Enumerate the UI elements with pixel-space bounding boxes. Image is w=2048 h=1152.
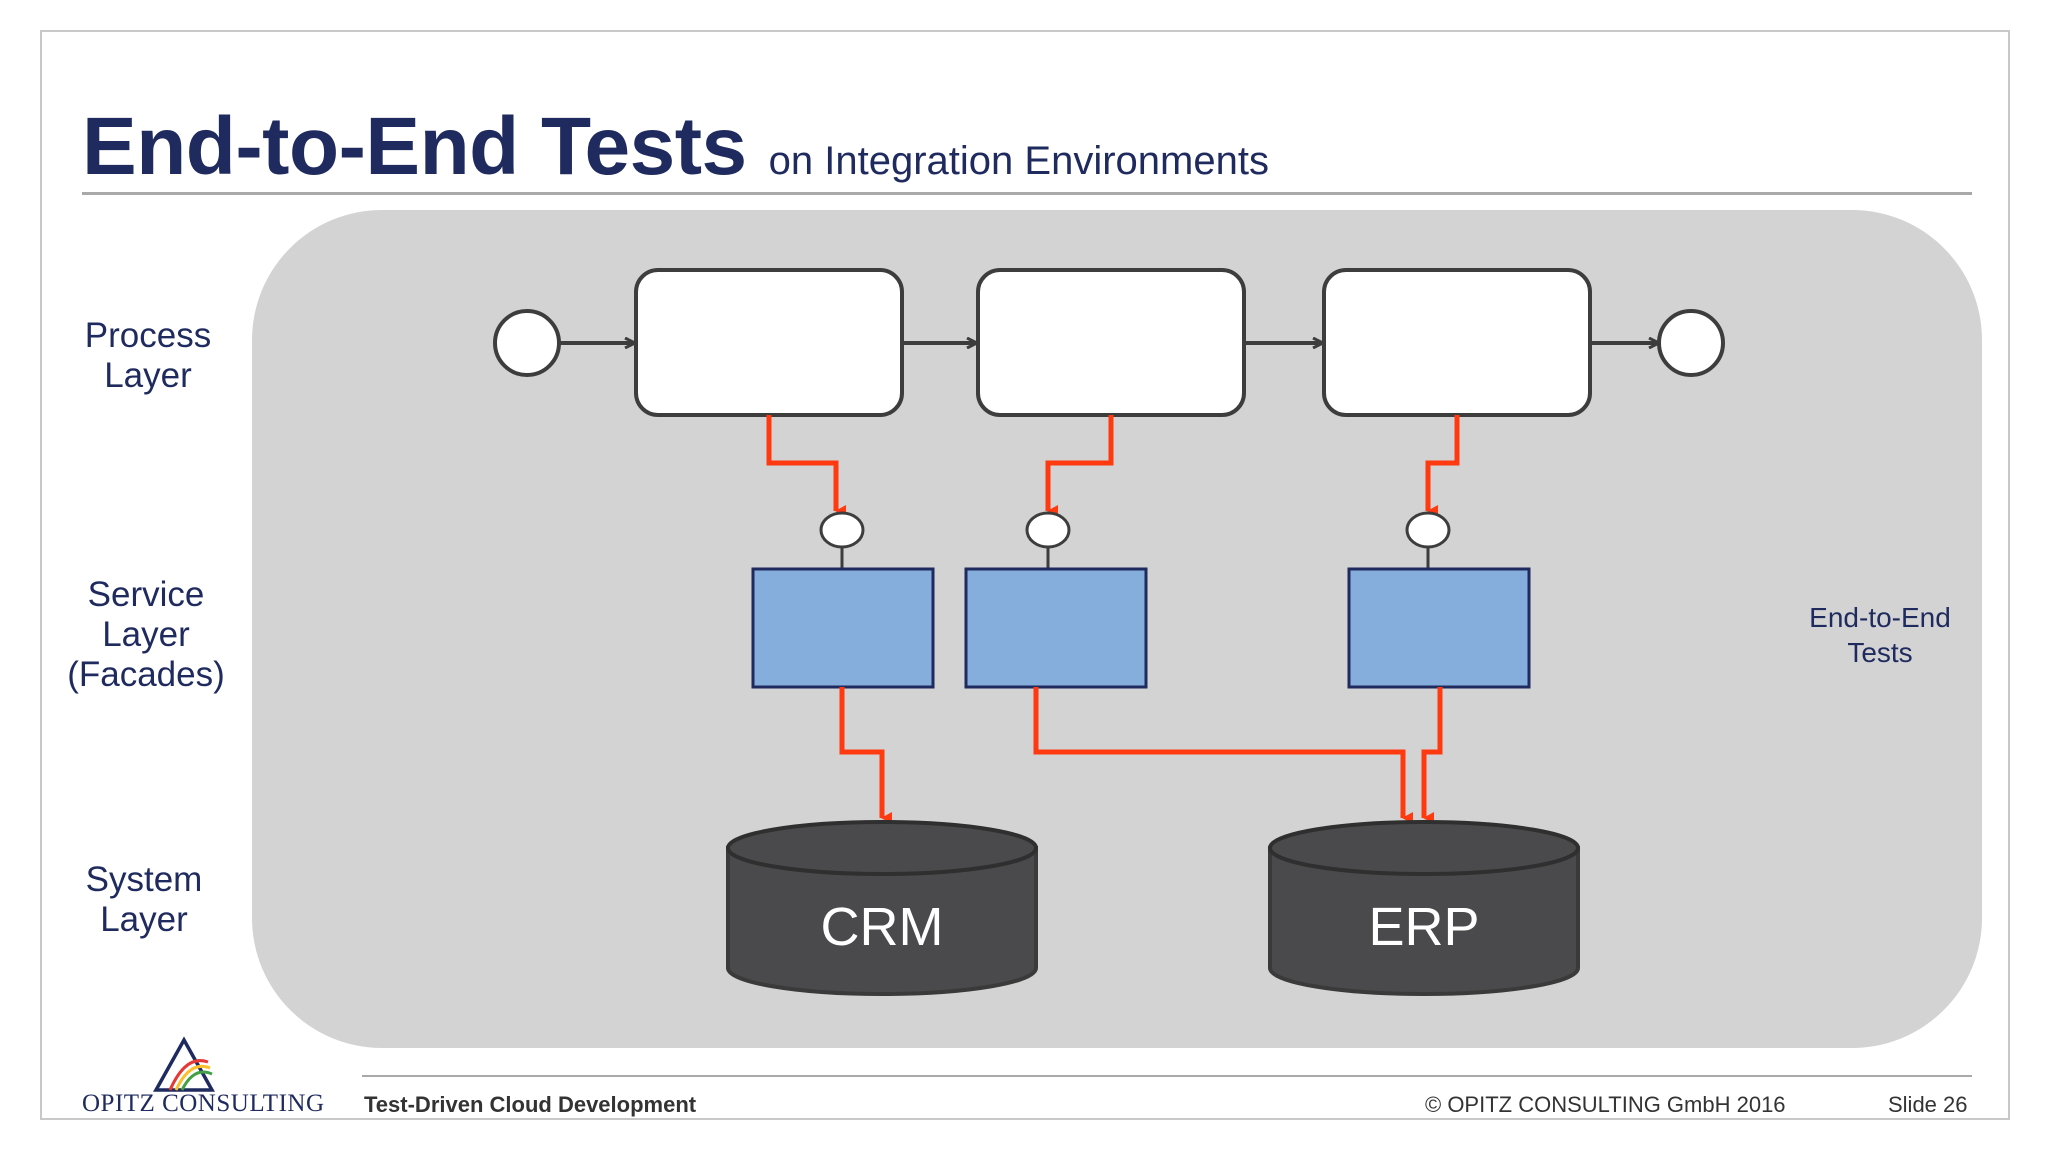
process-end-event (1657, 309, 1725, 377)
service-interface-1 (819, 511, 865, 549)
service-facade-2 (964, 567, 1148, 689)
crm-label: CRM (821, 897, 944, 957)
call-arrow-step2-facade2 (1045, 415, 1114, 517)
service-interface-2 (1025, 511, 1071, 549)
title-subtitle: on Integration Environments (768, 139, 1269, 183)
call-arrow-facade1-crm (839, 687, 892, 824)
crm-database: CRM (726, 820, 1038, 996)
process-step-1 (634, 268, 904, 417)
call-arrow-step1-facade1 (766, 415, 846, 517)
service-facade-3 (1347, 567, 1531, 689)
erp-label: ERP (1368, 897, 1479, 957)
erp-database: ERP (1268, 820, 1580, 996)
process-step-3 (1322, 268, 1592, 417)
service-facade-1 (751, 567, 935, 689)
title-divider (82, 192, 1972, 195)
footer-course-title: Test-Driven Cloud Development (364, 1092, 697, 1117)
footer-divider (362, 1075, 1972, 1077)
system-layer-label: System Layer (85, 860, 203, 939)
process-step-2 (976, 268, 1246, 417)
title-main: End-to-End Tests (82, 101, 747, 192)
slide-frame (40, 30, 2010, 1120)
service-layer-label: Service Layer (Facades) (67, 575, 225, 694)
process-start-event (493, 309, 561, 377)
rainbow-triangle-logo-icon (153, 1036, 215, 1092)
process-layer-label: Process Layer (84, 316, 212, 395)
footer-copyright: © OPITZ CONSULTING GmbH 2016 (1425, 1092, 1786, 1117)
call-arrow-facade2-erp (1033, 687, 1413, 824)
service-interface-3 (1405, 511, 1451, 549)
company-logo-text: OPITZ CONSULTING (82, 1090, 325, 1117)
footer-slide-number: Slide 26 (1888, 1092, 1968, 1117)
e2e-tests-label: End-to-End Tests (1809, 602, 1951, 668)
call-arrow-facade3-erp (1421, 687, 1443, 824)
call-arrow-step3-facade3 (1425, 415, 1460, 517)
page-title: End-to-End Tests on Integration Environme… (82, 100, 1269, 194)
